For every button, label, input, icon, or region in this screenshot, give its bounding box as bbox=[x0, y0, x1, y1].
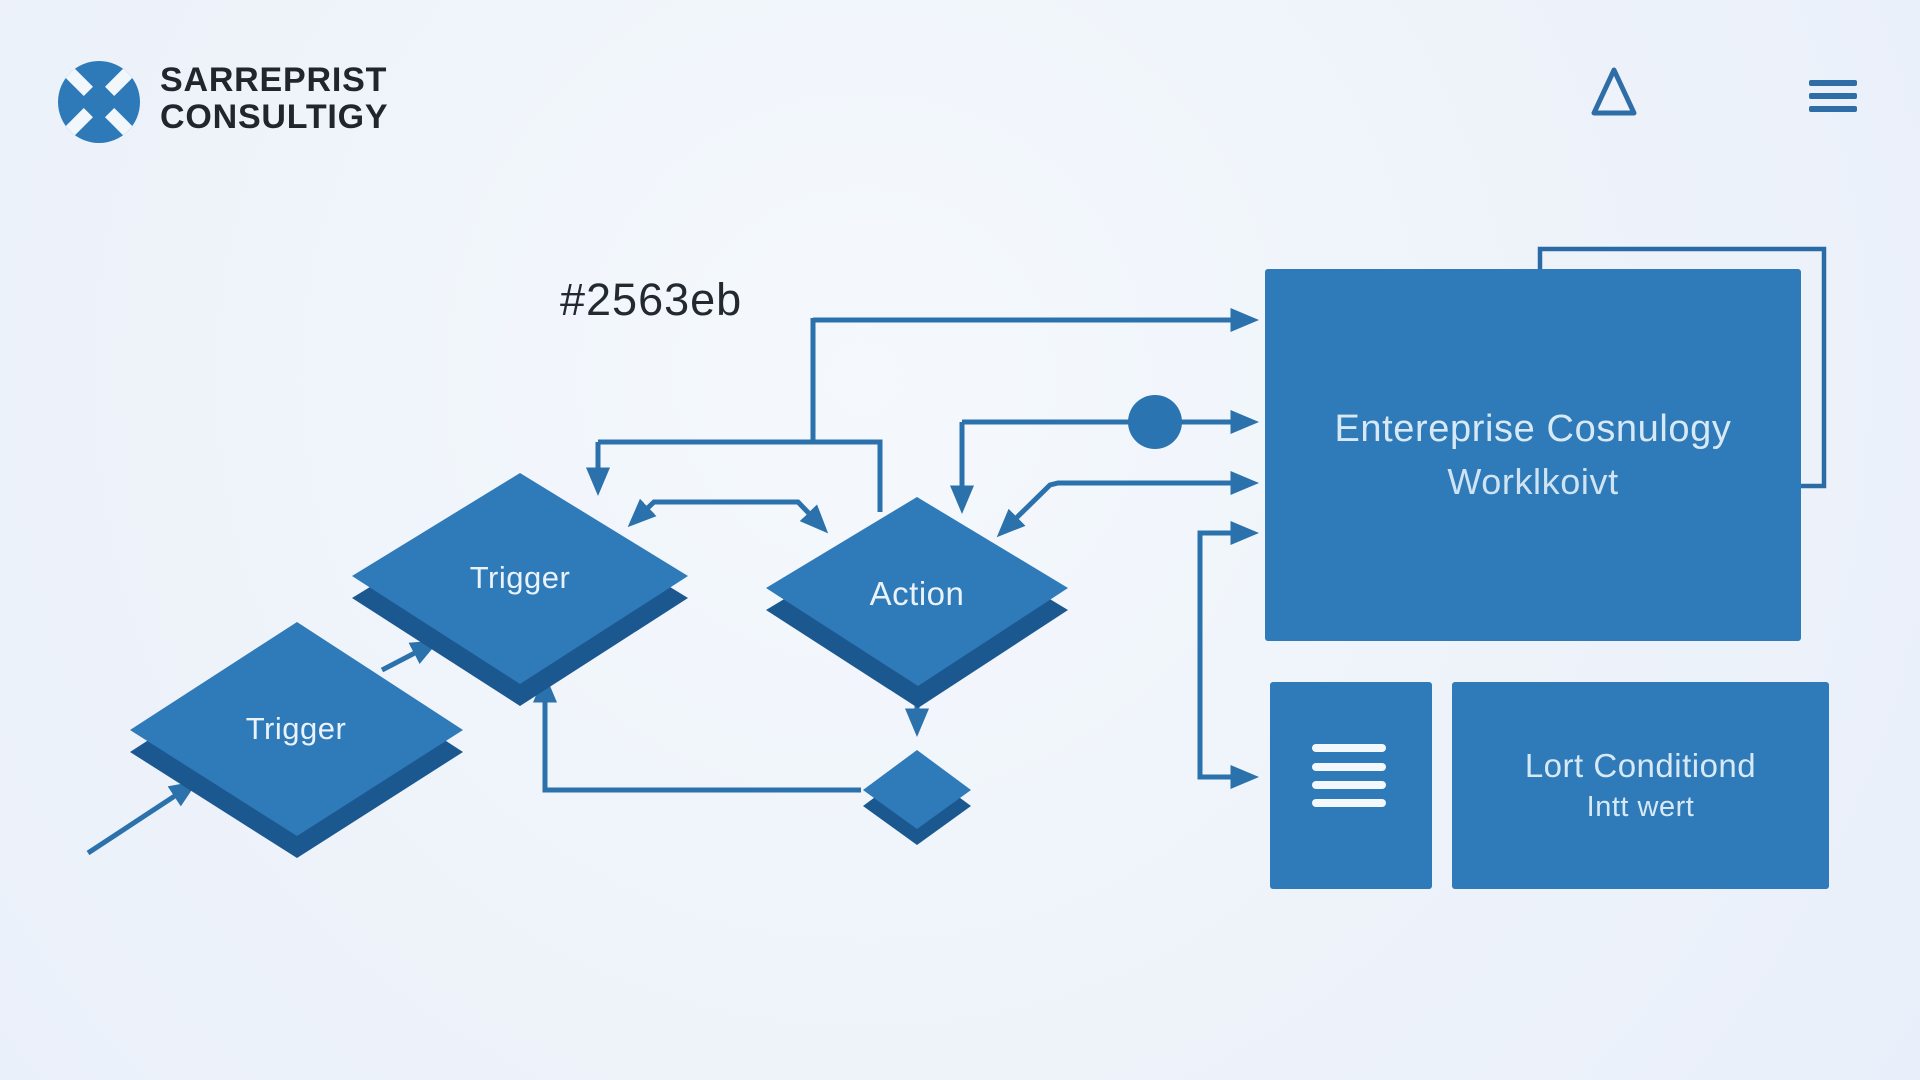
detail-box-title: Lort Conditiond bbox=[1524, 747, 1757, 784]
connector-inbound-trigger1 bbox=[86, 780, 199, 856]
list-box[interactable] bbox=[1270, 682, 1432, 889]
list-lines-icon bbox=[1312, 763, 1386, 771]
node-trigger-2[interactable] bbox=[352, 473, 688, 706]
junction-circle bbox=[1128, 395, 1182, 449]
node-action[interactable] bbox=[766, 497, 1068, 708]
detail-box[interactable]: Lort Conditiond Intt wert bbox=[1452, 682, 1829, 889]
node-action-label: Action bbox=[869, 575, 965, 612]
color-hex-label: #2563eb bbox=[560, 274, 743, 325]
menu-bar bbox=[1809, 80, 1857, 86]
triangle-icon[interactable] bbox=[1588, 62, 1644, 118]
node-small-diamond-face[interactable] bbox=[863, 750, 971, 829]
brand-name-line2: CONSULTIGY bbox=[160, 98, 389, 136]
connector-bracket-boxes bbox=[1197, 521, 1259, 789]
detail-box-subtitle: Intt wert bbox=[1586, 791, 1695, 823]
main-workflow-box[interactable]: Entereprise Cosnulogy Worklkoivt bbox=[1265, 269, 1801, 641]
node-trigger-1-label: Trigger bbox=[245, 711, 347, 746]
connector-action-mainbox bbox=[996, 471, 1259, 538]
list-lines-icon bbox=[1312, 799, 1386, 807]
connectors bbox=[86, 308, 1259, 856]
brand-name: SARREPRIST CONSULTIGY bbox=[160, 62, 388, 136]
menu-bar bbox=[1809, 93, 1857, 99]
connector-trigger1-trigger2 bbox=[380, 640, 440, 673]
list-lines-icon bbox=[1312, 744, 1386, 752]
node-trigger-1-face[interactable] bbox=[130, 622, 463, 836]
node-trigger-2-label: Trigger bbox=[469, 560, 571, 595]
node-trigger-2-face[interactable] bbox=[352, 473, 688, 684]
menu-bar bbox=[1809, 106, 1857, 112]
brand-name-line1: SARREPRIST bbox=[160, 61, 388, 99]
connector-trigger2-action bbox=[627, 498, 829, 534]
node-trigger-1[interactable] bbox=[130, 622, 463, 858]
connector-feedback-loop bbox=[533, 674, 861, 793]
node-small-diamond[interactable] bbox=[863, 750, 971, 845]
main-box-title: Entereprise Cosnulogy bbox=[1334, 407, 1732, 450]
hamburger-menu-icon[interactable] bbox=[1806, 74, 1860, 118]
main-box-subtitle: Worklkoivt bbox=[1447, 460, 1619, 502]
list-lines-icon bbox=[1312, 781, 1386, 789]
connector-rail-mid bbox=[598, 439, 883, 512]
node-action-face[interactable] bbox=[766, 497, 1068, 686]
brand-logo[interactable] bbox=[58, 61, 140, 143]
